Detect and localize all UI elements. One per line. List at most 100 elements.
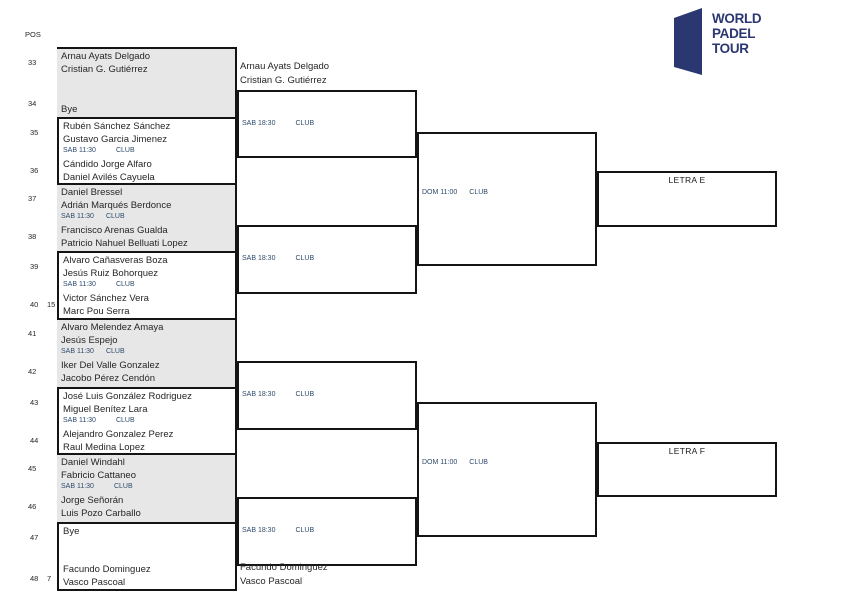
team-name: Rubén Sánchez Sánchez: [63, 121, 171, 132]
pos-number: 46: [28, 502, 37, 511]
round2-advancing-team-bottom: Facundo Dominguez Vasco Pascoal: [240, 561, 328, 589]
group-box-letra-f: LETRA F: [597, 442, 777, 497]
team-name: Facundo Dominguez: [240, 562, 328, 573]
round2-match-4: SAB 18:30 CLUB: [237, 497, 417, 566]
match-schedule: SAB 18:30 CLUB: [242, 391, 314, 398]
schedule-venue: CLUB: [113, 483, 133, 490]
round3-match-1: DOM 11:00 CLUB: [417, 132, 597, 266]
pos-number: 47: [30, 533, 39, 542]
round1-match-41-42: 41 42 Alvaro Melendez Amaya Jesús Espejo…: [28, 320, 237, 387]
schedule-time: SAB 18:30: [242, 120, 276, 127]
schedule-venue: CLUB: [115, 281, 135, 288]
logo-word: WORLD: [712, 10, 762, 26]
schedule-venue: CLUB: [105, 213, 125, 220]
team-name: Miguel Benítez Lara: [63, 404, 148, 415]
pos-column-header: POS: [25, 30, 41, 39]
round2-advancing-team-top: Arnau Ayats Delgado Cristian G. Gutiérre…: [240, 60, 329, 88]
team-name: Jacobo Pérez Cendón: [61, 373, 156, 384]
schedule-time: SAB 18:30: [242, 255, 276, 262]
pos-number: 34: [28, 99, 37, 108]
team-name: Raul Medina Lopez: [63, 442, 145, 453]
schedule-venue: CLUB: [105, 348, 125, 355]
team-name: Alvaro Cañasveras Boza: [63, 255, 168, 266]
pos-number: 36: [30, 166, 39, 175]
team-name: Alvaro Melendez Amaya: [61, 322, 164, 333]
schedule-venue: CLUB: [295, 527, 315, 534]
seed-number: 7: [47, 574, 52, 583]
pos-number: 48: [30, 574, 39, 583]
team-name: Vasco Pascoal: [63, 577, 126, 588]
schedule-time: SAB 11:30: [63, 281, 96, 288]
schedule-time: SAB 11:30: [61, 213, 94, 220]
round1-match-45-46: 45 46 Daniel Windahl Fabricio Cattaneo S…: [28, 455, 237, 522]
team-name: Arnau Ayats Delgado: [61, 51, 151, 62]
match-schedule: SAB 11:30 CLUB: [61, 483, 133, 490]
team-name-bye: Bye: [61, 104, 78, 115]
team-name: Iker Del Valle Gonzalez: [61, 360, 160, 371]
schedule-time: SAB 11:30: [63, 147, 96, 154]
round1-match-43-44: 43 44 José Luis González Rodriguez Migue…: [30, 387, 237, 455]
team-name: Marc Pou Serra: [63, 306, 130, 317]
round2-match-2: SAB 18:30 CLUB: [237, 225, 417, 294]
pos-number: 44: [30, 436, 39, 445]
schedule-time: DOM 11:00: [422, 459, 458, 466]
team-name: Cristian G. Gutiérrez: [240, 75, 327, 86]
schedule-time: SAB 18:30: [242, 527, 276, 534]
schedule-venue: CLUB: [295, 391, 315, 398]
schedule-venue: CLUB: [115, 417, 135, 424]
pos-number: 37: [28, 194, 37, 203]
group-box-letra-e: LETRA E: [597, 171, 777, 227]
round1-match-37-38: 37 38 Daniel Bressel Adrián Marqués Berd…: [28, 185, 237, 251]
schedule-time: SAB 18:30: [242, 391, 276, 398]
schedule-venue: CLUB: [295, 120, 315, 127]
logo-word: TOUR: [712, 40, 749, 56]
team-name: Cristian G. Gutiérrez: [61, 64, 148, 75]
schedule-time: SAB 11:30: [61, 483, 94, 490]
team-name: Victor Sánchez Vera: [63, 293, 149, 304]
schedule-venue: CLUB: [115, 147, 135, 154]
match-schedule: SAB 11:30 CLUB: [61, 213, 125, 220]
team-name-bye: Bye: [63, 526, 80, 537]
team-name: Adrián Marqués Berdonce: [61, 200, 172, 211]
round1-match-33-34: 33 34 Arnau Ayats Delgado Cristian G. Gu…: [28, 47, 237, 117]
team-name: Luis Pozo Carballo: [61, 508, 141, 519]
pos-number: 40: [30, 300, 39, 309]
pos-number: 35: [30, 128, 39, 137]
round2-match-1: SAB 18:30 CLUB: [237, 90, 417, 158]
schedule-venue: CLUB: [469, 189, 488, 196]
match-schedule: DOM 11:00 CLUB: [422, 459, 488, 466]
team-name: Facundo Dominguez: [63, 564, 151, 575]
schedule-time: DOM 11:00: [422, 189, 458, 196]
team-name: Alejandro Gonzalez Perez: [63, 429, 174, 440]
match-schedule: SAB 11:30 CLUB: [63, 281, 135, 288]
seed-number: 15: [47, 300, 56, 309]
match-schedule: DOM 11:00 CLUB: [422, 189, 488, 196]
team-name: Daniel Bressel: [61, 187, 123, 198]
team-name: Cándido Jorge Alfaro: [63, 159, 152, 170]
round1-match-39-40: 39 40 15 Alvaro Cañasveras Boza Jesús Ru…: [30, 251, 237, 320]
match-schedule: SAB 11:30 CLUB: [63, 147, 135, 154]
match-schedule: SAB 11:30 CLUB: [63, 417, 135, 424]
schedule-venue: CLUB: [295, 255, 315, 262]
pos-number: 43: [30, 398, 39, 407]
team-name: Jesús Espejo: [61, 335, 118, 346]
team-name: José Luis González Rodriguez: [63, 391, 192, 402]
match-schedule: SAB 18:30 CLUB: [242, 527, 314, 534]
schedule-venue: CLUB: [469, 459, 488, 466]
team-name: Fabricio Cattaneo: [61, 470, 136, 481]
pos-number: 41: [28, 329, 37, 338]
team-name: Daniel Avilés Cayuela: [63, 172, 155, 183]
team-name: Gustavo Garcia Jimenez: [63, 134, 168, 145]
world-padel-tour-logo-icon: [674, 8, 702, 75]
pos-number: 38: [28, 232, 37, 241]
team-name: Jorge Señorán: [61, 495, 124, 506]
match-schedule: SAB 18:30 CLUB: [242, 255, 314, 262]
match-schedule: SAB 18:30 CLUB: [242, 120, 314, 127]
team-name: Patricio Nahuel Belluati Lopez: [61, 238, 188, 249]
team-name: Daniel Windahl: [61, 457, 125, 468]
schedule-time: SAB 11:30: [63, 417, 96, 424]
team-name: Arnau Ayats Delgado: [240, 61, 330, 72]
world-padel-tour-logo-text: WORLD PADEL TOUR: [712, 10, 762, 56]
group-label: LETRA F: [668, 446, 706, 456]
